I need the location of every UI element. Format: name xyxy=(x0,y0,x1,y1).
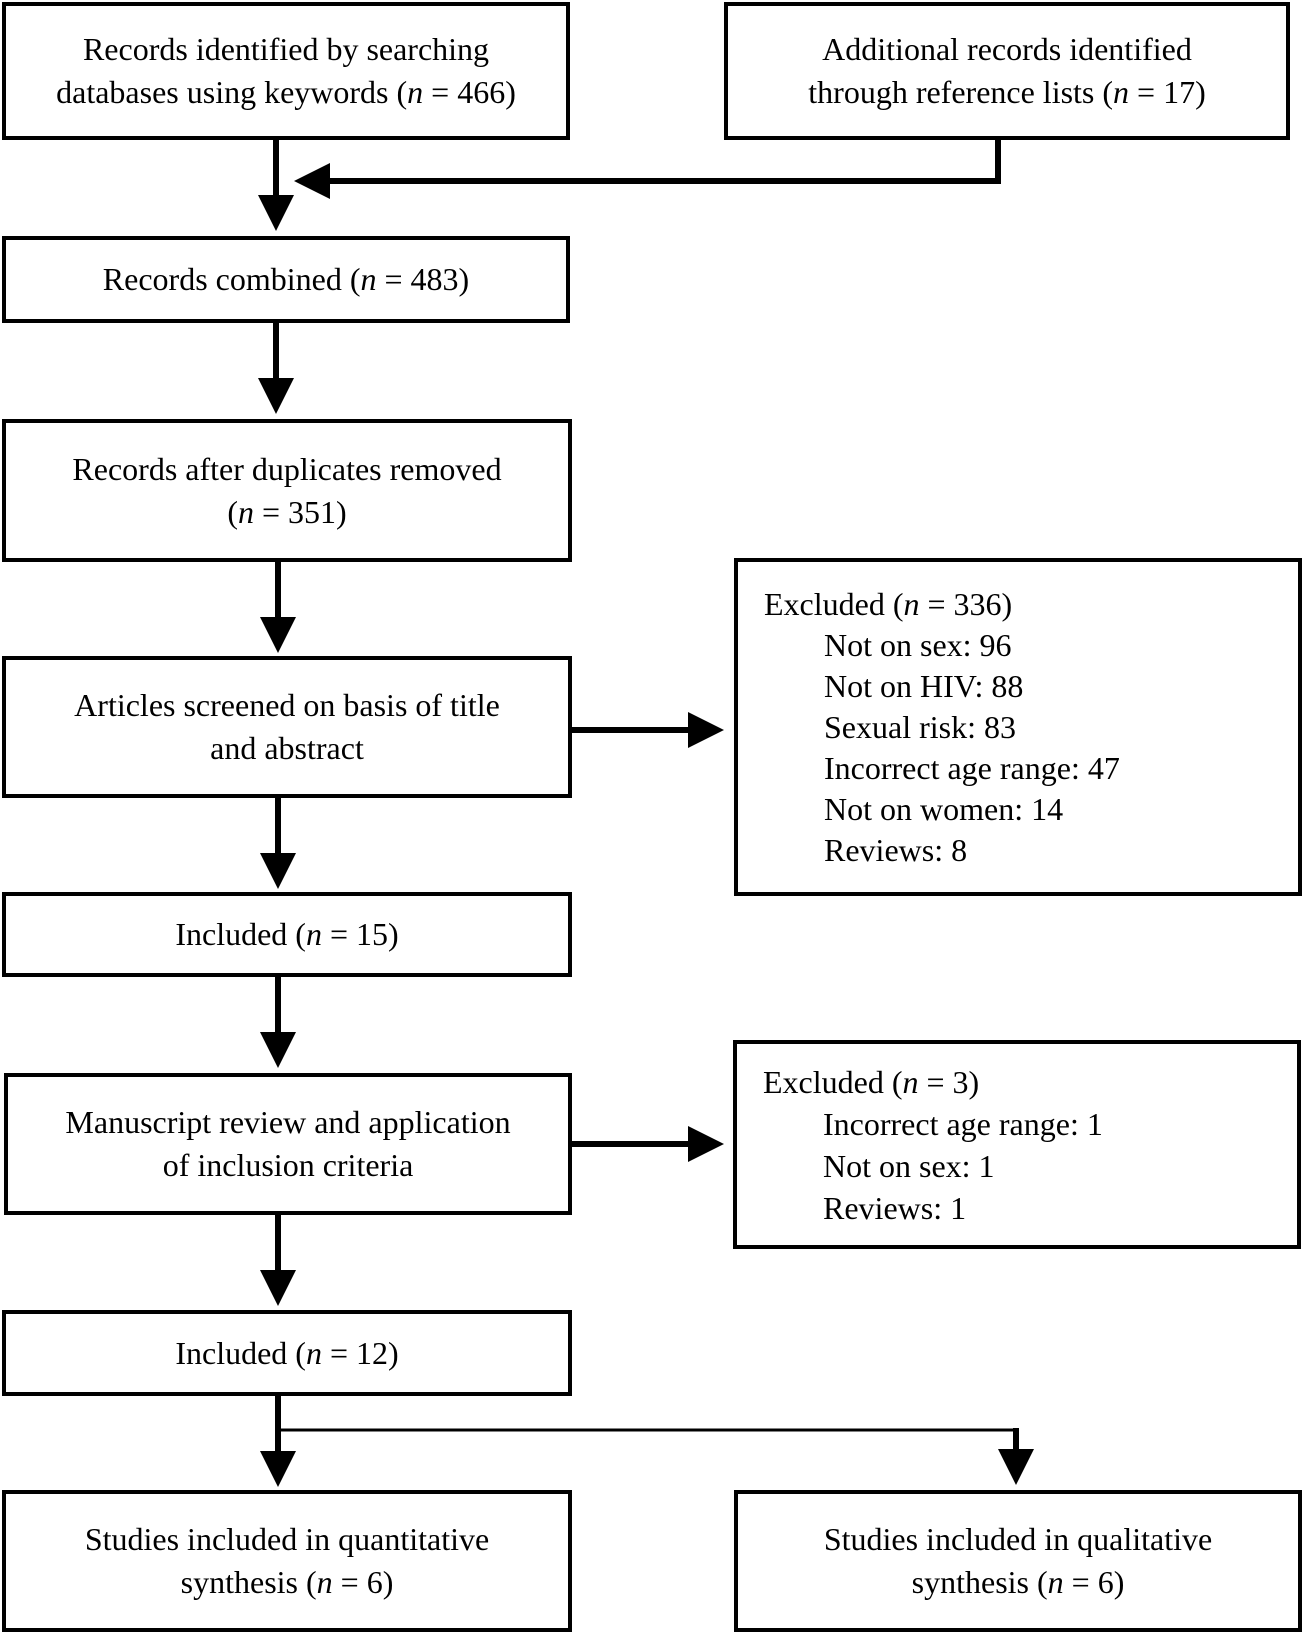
excluded1-item: Reviews: 8 xyxy=(824,831,968,868)
screened-line2: and abstract xyxy=(210,730,364,766)
excluded2-item: Incorrect age range: 1 xyxy=(823,1105,1103,1142)
excluded1-item: Not on HIV: 88 xyxy=(824,667,1024,704)
box-reference-lists: Additional records identified through re… xyxy=(724,2,1290,140)
ref-lists-line1: Additional records identified xyxy=(822,31,1192,67)
included2-text: Included (n = 12) xyxy=(175,1334,399,1371)
screened-line1: Articles screened on basis of title xyxy=(74,687,500,723)
quant-line1: Studies included in quantitative xyxy=(84,1521,490,1557)
box-screened: Articles screened on basis of title and … xyxy=(2,656,572,798)
box-database-search: Records identified by searching database… xyxy=(2,2,570,140)
ref-lists-line2: through reference lists (n = 17) xyxy=(808,74,1206,110)
excluded2-item: Reviews: 1 xyxy=(823,1189,967,1226)
excluded1-heading: Excluded (n = 336) xyxy=(764,585,1013,622)
combined-text: Records combined (n = 483) xyxy=(102,261,470,297)
dedup-line2: (n = 351) xyxy=(227,493,347,530)
box-quantitative-synthesis: Studies included in quantitative synthes… xyxy=(2,1490,572,1632)
dedup-line1: Records after duplicates removed xyxy=(72,450,502,487)
connector-included2-to-qual xyxy=(278,1428,1018,1474)
box-included-15: Included (n = 15) xyxy=(2,892,572,977)
quant-line2: synthesis (n = 6) xyxy=(180,1564,394,1600)
qual-line2: synthesis (n = 6) xyxy=(911,1564,1125,1600)
qual-line1: Studies included in qualitative xyxy=(823,1521,1213,1557)
manuscript-line1: Manuscript review and application xyxy=(65,1104,511,1140)
box-excluded-336: Excluded (n = 336) Not on sex: 96 Not on… xyxy=(734,558,1302,896)
box-duplicates-removed: Records after duplicates removed (n = 35… xyxy=(2,419,572,562)
excluded2-item: Not on sex: 1 xyxy=(823,1147,995,1184)
connector-ref-to-main xyxy=(294,140,1001,199)
excluded1-item: Incorrect age range: 47 xyxy=(824,749,1120,786)
box-manuscript-review: Manuscript review and application of inc… xyxy=(4,1073,572,1215)
db-search-line1: Records identified by searching xyxy=(82,31,490,67)
box-included-12: Included (n = 12) xyxy=(2,1310,572,1396)
box-records-combined: Records combined (n = 483) xyxy=(2,236,570,323)
excluded1-item: Sexual risk: 83 xyxy=(824,708,1016,745)
box-qualitative-synthesis: Studies included in qualitative synthesi… xyxy=(734,1490,1302,1632)
excluded2-heading: Excluded (n = 3) xyxy=(763,1063,980,1100)
excluded1-item: Not on women: 14 xyxy=(824,790,1064,827)
box-excluded-3: Excluded (n = 3) Incorrect age range: 1 … xyxy=(733,1040,1301,1249)
excluded1-item: Not on sex: 96 xyxy=(824,626,1012,663)
db-search-line2: databases using keywords (n = 466) xyxy=(56,74,516,110)
manuscript-line2: of inclusion criteria xyxy=(162,1147,414,1183)
included1-text: Included (n = 15) xyxy=(175,916,399,952)
